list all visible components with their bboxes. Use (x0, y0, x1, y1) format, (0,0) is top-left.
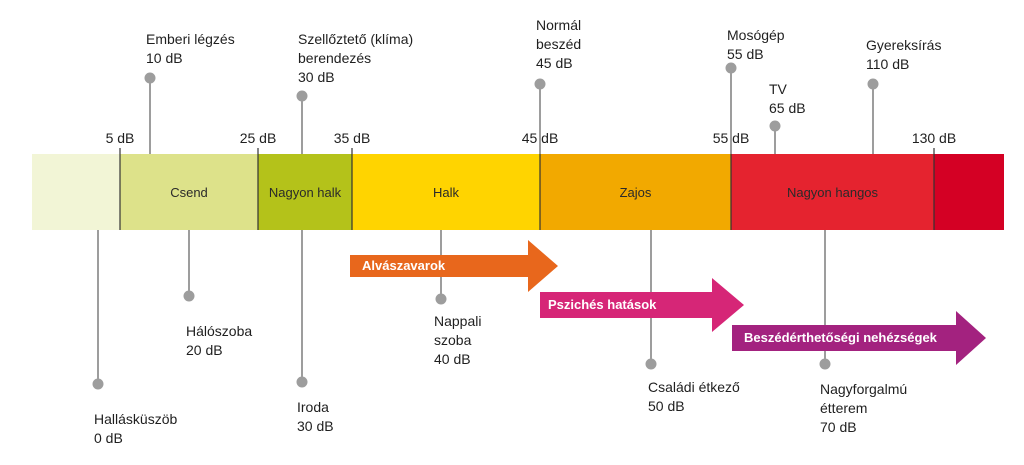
tick-label: 130 dB (911, 130, 957, 146)
arrow-psych-label: Pszichés hatások (548, 297, 657, 312)
tick-label: 55 dB (712, 130, 750, 146)
lower-markers (92, 230, 831, 390)
tick-label: 45 dB (521, 130, 559, 146)
arrow-sleep-label: Alvászavarok (362, 258, 446, 273)
zone-label: Halk (432, 184, 459, 200)
zone-label: Csend (170, 184, 208, 200)
tick-label: 25 dB (239, 130, 277, 146)
zone-label: Nagyon hangos (786, 184, 879, 200)
arrow-speech-difficulties (732, 311, 986, 365)
segment-below-5db (32, 154, 120, 230)
tick-label: 5 dB (105, 130, 135, 146)
segment-zajos (540, 154, 731, 230)
upper-markers (144, 62, 879, 154)
segment-above-130db (934, 154, 1004, 230)
segment-halk (352, 154, 540, 230)
arrow-speech-label: Beszédérthetőségi nehézségek (744, 330, 937, 345)
zone-label: Nagyon halk (268, 184, 342, 200)
segment-csend (120, 154, 258, 230)
tick-label: 35 dB (333, 130, 371, 146)
zone-label: Zajos (619, 184, 652, 200)
segment-nagyon-hangos (731, 154, 934, 230)
arrow-psychological-effects (540, 278, 744, 332)
arrow-sleep-disturbance (350, 240, 558, 292)
tick-dividers (119, 148, 935, 230)
segment-nagyon-halk (258, 154, 352, 230)
